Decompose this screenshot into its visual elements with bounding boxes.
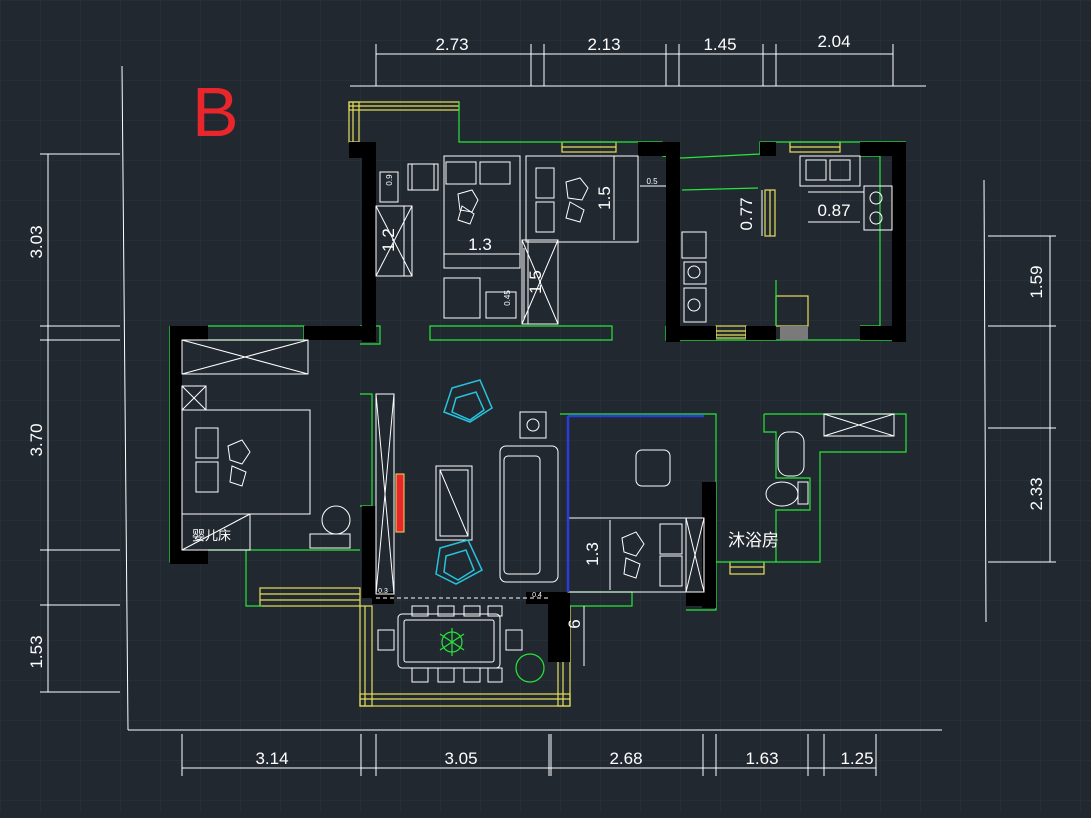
dimension-lines <box>40 44 1056 776</box>
dim-left-3: 1.53 <box>27 635 46 668</box>
dim-top-2: 2.13 <box>587 35 620 54</box>
floor-drain-block <box>780 326 808 340</box>
dim-top-4: 2.04 <box>817 32 850 51</box>
dim-bottom-2: 3.05 <box>444 749 477 768</box>
armchairs <box>435 379 493 585</box>
dim-bottom-4: 1.63 <box>745 749 778 768</box>
dim-living-04: 0.4 <box>532 592 542 599</box>
inner-dims <box>376 156 860 666</box>
reference-frame <box>121 65 987 731</box>
dim-dining: 6 <box>565 619 584 628</box>
dim-gap: 0.5 <box>646 177 658 186</box>
dim-kitchen-087: 0.87 <box>817 201 850 220</box>
walls <box>170 142 906 662</box>
dim-kitchen-077: 0.77 <box>737 197 756 230</box>
furniture <box>181 155 895 683</box>
dimension-labels: 2.73 2.13 1.45 2.04 3.14 3.05 2.68 1.63 … <box>27 32 1046 768</box>
dim-master-bed: 1.3 <box>583 542 602 566</box>
dim-bottom-5: 1.25 <box>840 749 873 768</box>
tv-unit <box>395 473 405 533</box>
dim-desk: 0.45 <box>503 290 512 306</box>
dim-right-2: 2.33 <box>1027 477 1046 510</box>
dim-living-03: 0.3 <box>378 588 388 595</box>
dim-top-3: 1.45 <box>703 35 736 54</box>
dim-top-1: 2.73 <box>435 35 468 54</box>
study-partition <box>566 414 704 592</box>
dim-bottom-3: 2.68 <box>609 749 642 768</box>
dim-bedroom2-bed: 1.5 <box>595 186 614 210</box>
room-label-crib: 婴儿床 <box>192 528 231 543</box>
plan-label: B <box>192 73 239 151</box>
dim-bedroom1-bed: 1.3 <box>468 235 492 254</box>
dim-bedroom1-small: 0.9 <box>385 174 394 186</box>
inner-dim-labels: 1.3 1.2 0.9 1.5 1.5 0.5 0.45 0.77 0.87 1… <box>378 174 850 629</box>
dim-left-1: 3.03 <box>27 225 46 258</box>
room-label-shower: 沐浴房 <box>728 531 779 550</box>
dim-left-2: 3.70 <box>27 423 46 456</box>
dim-right-1: 1.59 <box>1027 265 1046 298</box>
plant <box>439 628 545 683</box>
dim-bedroom2-wardrobe: 1.5 <box>526 270 545 294</box>
dim-bedroom1-wardrobe: 1.2 <box>379 228 398 252</box>
dim-bottom-1: 3.14 <box>255 749 288 768</box>
